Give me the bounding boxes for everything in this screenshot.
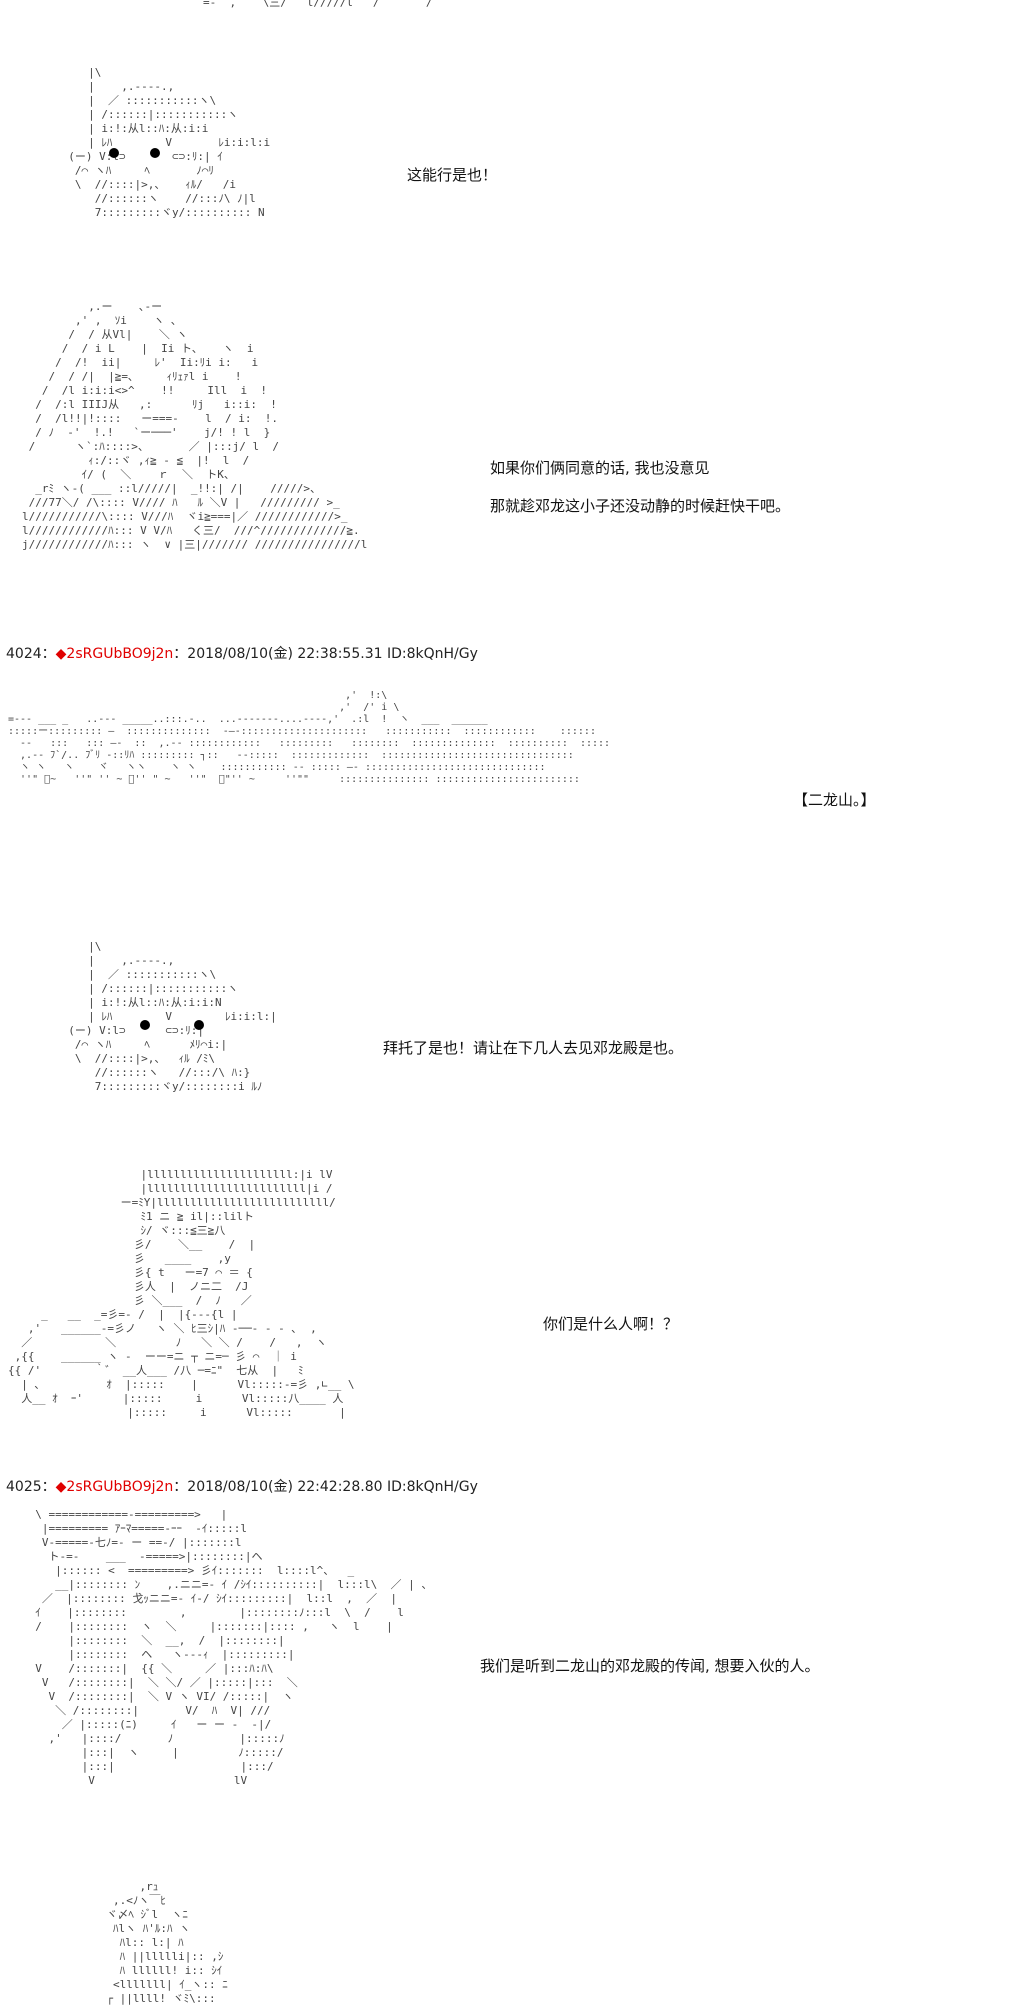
post-number: 4025 [6, 1479, 42, 1495]
post-separator: ： [173, 1479, 188, 1495]
post-separator: ： [41, 1479, 56, 1495]
dialog-line: 我们是听到二龙山的邓龙殿的传闻, 想要入伙的人。 [480, 1657, 820, 1675]
dialog-line: 如果你们俩同意的话, 我也没意见 [490, 459, 710, 477]
eye-dot [150, 148, 160, 158]
ascii-art-top-fragment: =- , \三/ l/////l / / [150, 0, 433, 9]
trip-diamond-icon: ◆ [55, 1479, 67, 1495]
eye-dot [194, 1020, 204, 1030]
post-header: 4025：◆2sRGUbBO9j2n：2018/08/10(金) 22:42:2… [6, 1478, 478, 1496]
post-datetime: 2018/08/10(金) 22:38:55.31 ID:8kQnH/Gy [187, 646, 478, 662]
trip-diamond-icon: ◆ [55, 646, 67, 662]
post-separator: ： [173, 646, 188, 662]
ascii-art-figure-d: |llllllllllllllllllllll:|i lV |lllllllll… [8, 1168, 355, 1419]
post-header: 4024：◆2sRGUbBO9j2n：2018/08/10(金) 22:38:5… [6, 645, 478, 663]
post-separator: ： [41, 646, 56, 662]
ascii-art-figure-e: \ ============-=========> | |========= ｱ… [35, 1508, 433, 1787]
ascii-art-landscape: ,' !:\ ,' /' i \ =-‐- ___ _ ..--- _____.… [8, 690, 611, 785]
dialog-line: 拜托了是也！请让在下几人去见邓龙殿是也。 [383, 1039, 684, 1057]
ascii-art-figure-a: |\ | ,.-‐-‐., | ／ :::::::::::ヽ\ | /:::::… [68, 66, 271, 219]
eye-dot [140, 1020, 150, 1030]
post-number: 4024 [6, 646, 42, 662]
dialog-line: 这能行是也！ [407, 166, 498, 184]
dialog-line: 你们是什么人啊！？ [543, 1315, 679, 1333]
ascii-art-figure-f: ,rｭ ,.<ﾉヽ￣ﾋ ヾ〆ﾍ ｼﾞl ヽﾆ ﾊlヽ ﾊ'ﾙ:ﾊ ヽ ﾊl:: … [106, 1880, 228, 2005]
ascii-art-figure-c: |\ | ,.-‐-‐., | ／ :::::::::::ヽ\ | /:::::… [68, 940, 277, 1093]
eye-dot [109, 148, 119, 158]
post-datetime: 2018/08/10(金) 22:42:28.80 ID:8kQnH/Gy [187, 1479, 478, 1495]
dialog-line: 那就趁邓龙这小子还没动静的时候赶快干吧。 [490, 497, 791, 515]
post-trip[interactable]: 2sRGUbBO9j2n [66, 646, 174, 662]
ascii-art-figure-b: ,.ー ､‐ー ,' , ｿi ヽ ､ / / 从Vl| ＼ ヽ / / i L… [22, 300, 368, 551]
dialog-line: 【二龙山。】 [793, 791, 876, 809]
post-trip[interactable]: 2sRGUbBO9j2n [66, 1479, 174, 1495]
